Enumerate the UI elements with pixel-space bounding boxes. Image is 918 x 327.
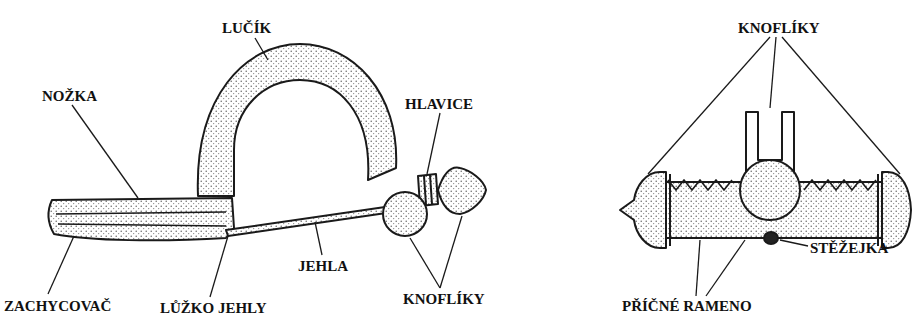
knob: [438, 168, 486, 214]
hinge-label: STĚŽEJKA: [810, 240, 888, 257]
catch-plate: [48, 198, 234, 240]
hinge: [764, 232, 778, 244]
catch-label: ZACHYCOVAČ: [4, 298, 111, 315]
arm-end-right: [882, 172, 911, 248]
pin-bed-label: LŮŽKO JEHLY: [160, 300, 267, 317]
knobs-label: KNOFLÍKY: [403, 291, 485, 308]
pin: [226, 206, 393, 236]
central-knob: [740, 160, 800, 220]
catch-groove: [56, 212, 226, 226]
bow-label: LUČÍK: [222, 20, 271, 37]
head-ring-line: [424, 175, 432, 205]
pin-label: JEHLA: [298, 258, 348, 275]
knob-globe: [383, 192, 427, 236]
leader-lines: [48, 37, 900, 297]
foot-label: NOŽKA: [42, 88, 97, 105]
knobs-label: KNOFLÍKY: [738, 20, 820, 37]
spring-coil: [668, 180, 876, 190]
bow: [198, 44, 396, 196]
head-label: HLAVICE: [405, 96, 473, 113]
arm-end-left: [620, 172, 666, 248]
cross-arm-label: PŘÍČNÉ RAMENO: [622, 298, 752, 315]
